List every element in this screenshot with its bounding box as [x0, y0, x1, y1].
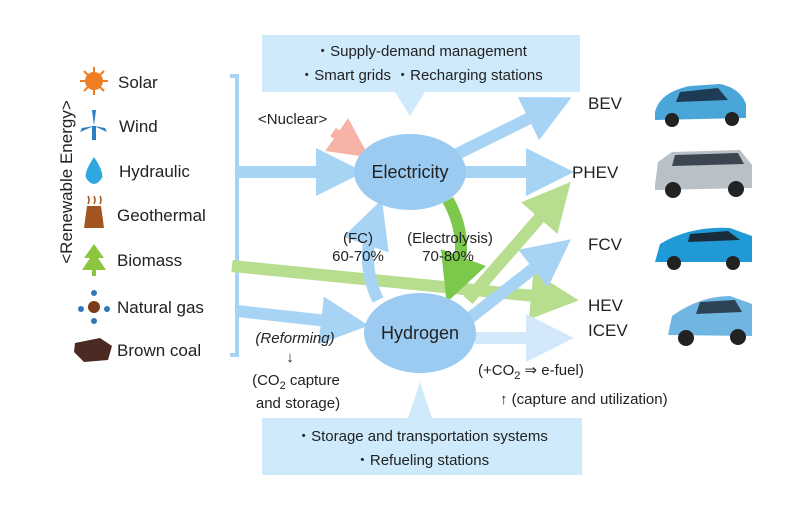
vehicle-phev: PHEV: [572, 163, 619, 182]
arrow-fossil-to-hydrogen: [236, 296, 369, 345]
bev-car-image: [655, 84, 746, 127]
top-box-line2: ・Smart grids ・Recharging stations: [299, 67, 542, 84]
bottom-box-line1: ・Storage and transportation systems: [296, 428, 548, 445]
bottom-box-line2: ・Refueling stations: [355, 452, 489, 469]
reforming-arrow: ↓: [286, 349, 294, 366]
top-box-line1: ・Supply-demand management: [315, 43, 528, 60]
hydrogen-node: [364, 293, 476, 373]
fc-label: (FC): [343, 230, 373, 247]
electricity-node: [354, 134, 466, 210]
ccs-line2: and storage): [256, 395, 340, 412]
source-wind: Wind: [119, 117, 158, 136]
electrolysis-efficiency: 70-80%: [422, 248, 474, 265]
nuclear-label: <Nuclear>: [258, 111, 327, 128]
bottom-info-box: ・Storage and transportation systems ・Ref…: [262, 382, 582, 475]
fc-efficiency: 60-70%: [332, 248, 384, 265]
source-geothermal: Geothermal: [117, 206, 206, 225]
arrow-nuclear-to-electricity: [325, 118, 370, 158]
reforming-label: (Reforming): [255, 330, 334, 347]
vehicle-icev: ICEV: [588, 321, 628, 340]
ccs-line1: (CO2 capture: [252, 372, 340, 392]
sources-bracket: [230, 74, 239, 357]
wind-turbine-icon: [80, 110, 107, 140]
efuel-label: (+CO2 ⇒ e-fuel): [478, 362, 584, 382]
geothermal-icon: [84, 195, 104, 228]
source-solar: Solar: [118, 73, 158, 92]
tree-icon: [82, 244, 106, 276]
water-drop-icon: [85, 157, 103, 184]
ccu-note: ↑ (capture and utilization): [500, 391, 668, 408]
coal-icon: [74, 338, 112, 362]
source-brown-coal: Brown coal: [117, 341, 201, 360]
sun-icon: [80, 67, 108, 95]
source-biomass: Biomass: [117, 251, 182, 270]
arrow-electrolysis-electricity-to-hydrogen: [440, 197, 486, 303]
electricity-label: Electricity: [371, 162, 448, 182]
vehicle-hev: HEV: [588, 296, 624, 315]
renewable-energy-group-label: <Renewable Energy>: [57, 100, 76, 264]
molecule-icon: [78, 290, 110, 324]
top-info-box: ・Supply-demand management ・Smart grids ・…: [262, 35, 580, 116]
hev-icev-car-image: [668, 296, 752, 346]
arrow-electricity-to-bev: [452, 97, 572, 161]
arrow-fc-hydrogen-to-electricity: [343, 199, 389, 303]
source-natural-gas: Natural gas: [117, 298, 204, 317]
fcv-car-image: [655, 227, 752, 270]
vehicle-fcv: FCV: [588, 235, 623, 254]
hydrogen-label: Hydrogen: [381, 323, 459, 343]
vehicle-bev: BEV: [588, 94, 623, 113]
electrolysis-label: (Electrolysis): [407, 230, 493, 247]
source-hydraulic: Hydraulic: [119, 162, 190, 181]
phev-car-image: [655, 150, 752, 198]
arrow-hydrogen-to-fcv: [466, 239, 571, 323]
